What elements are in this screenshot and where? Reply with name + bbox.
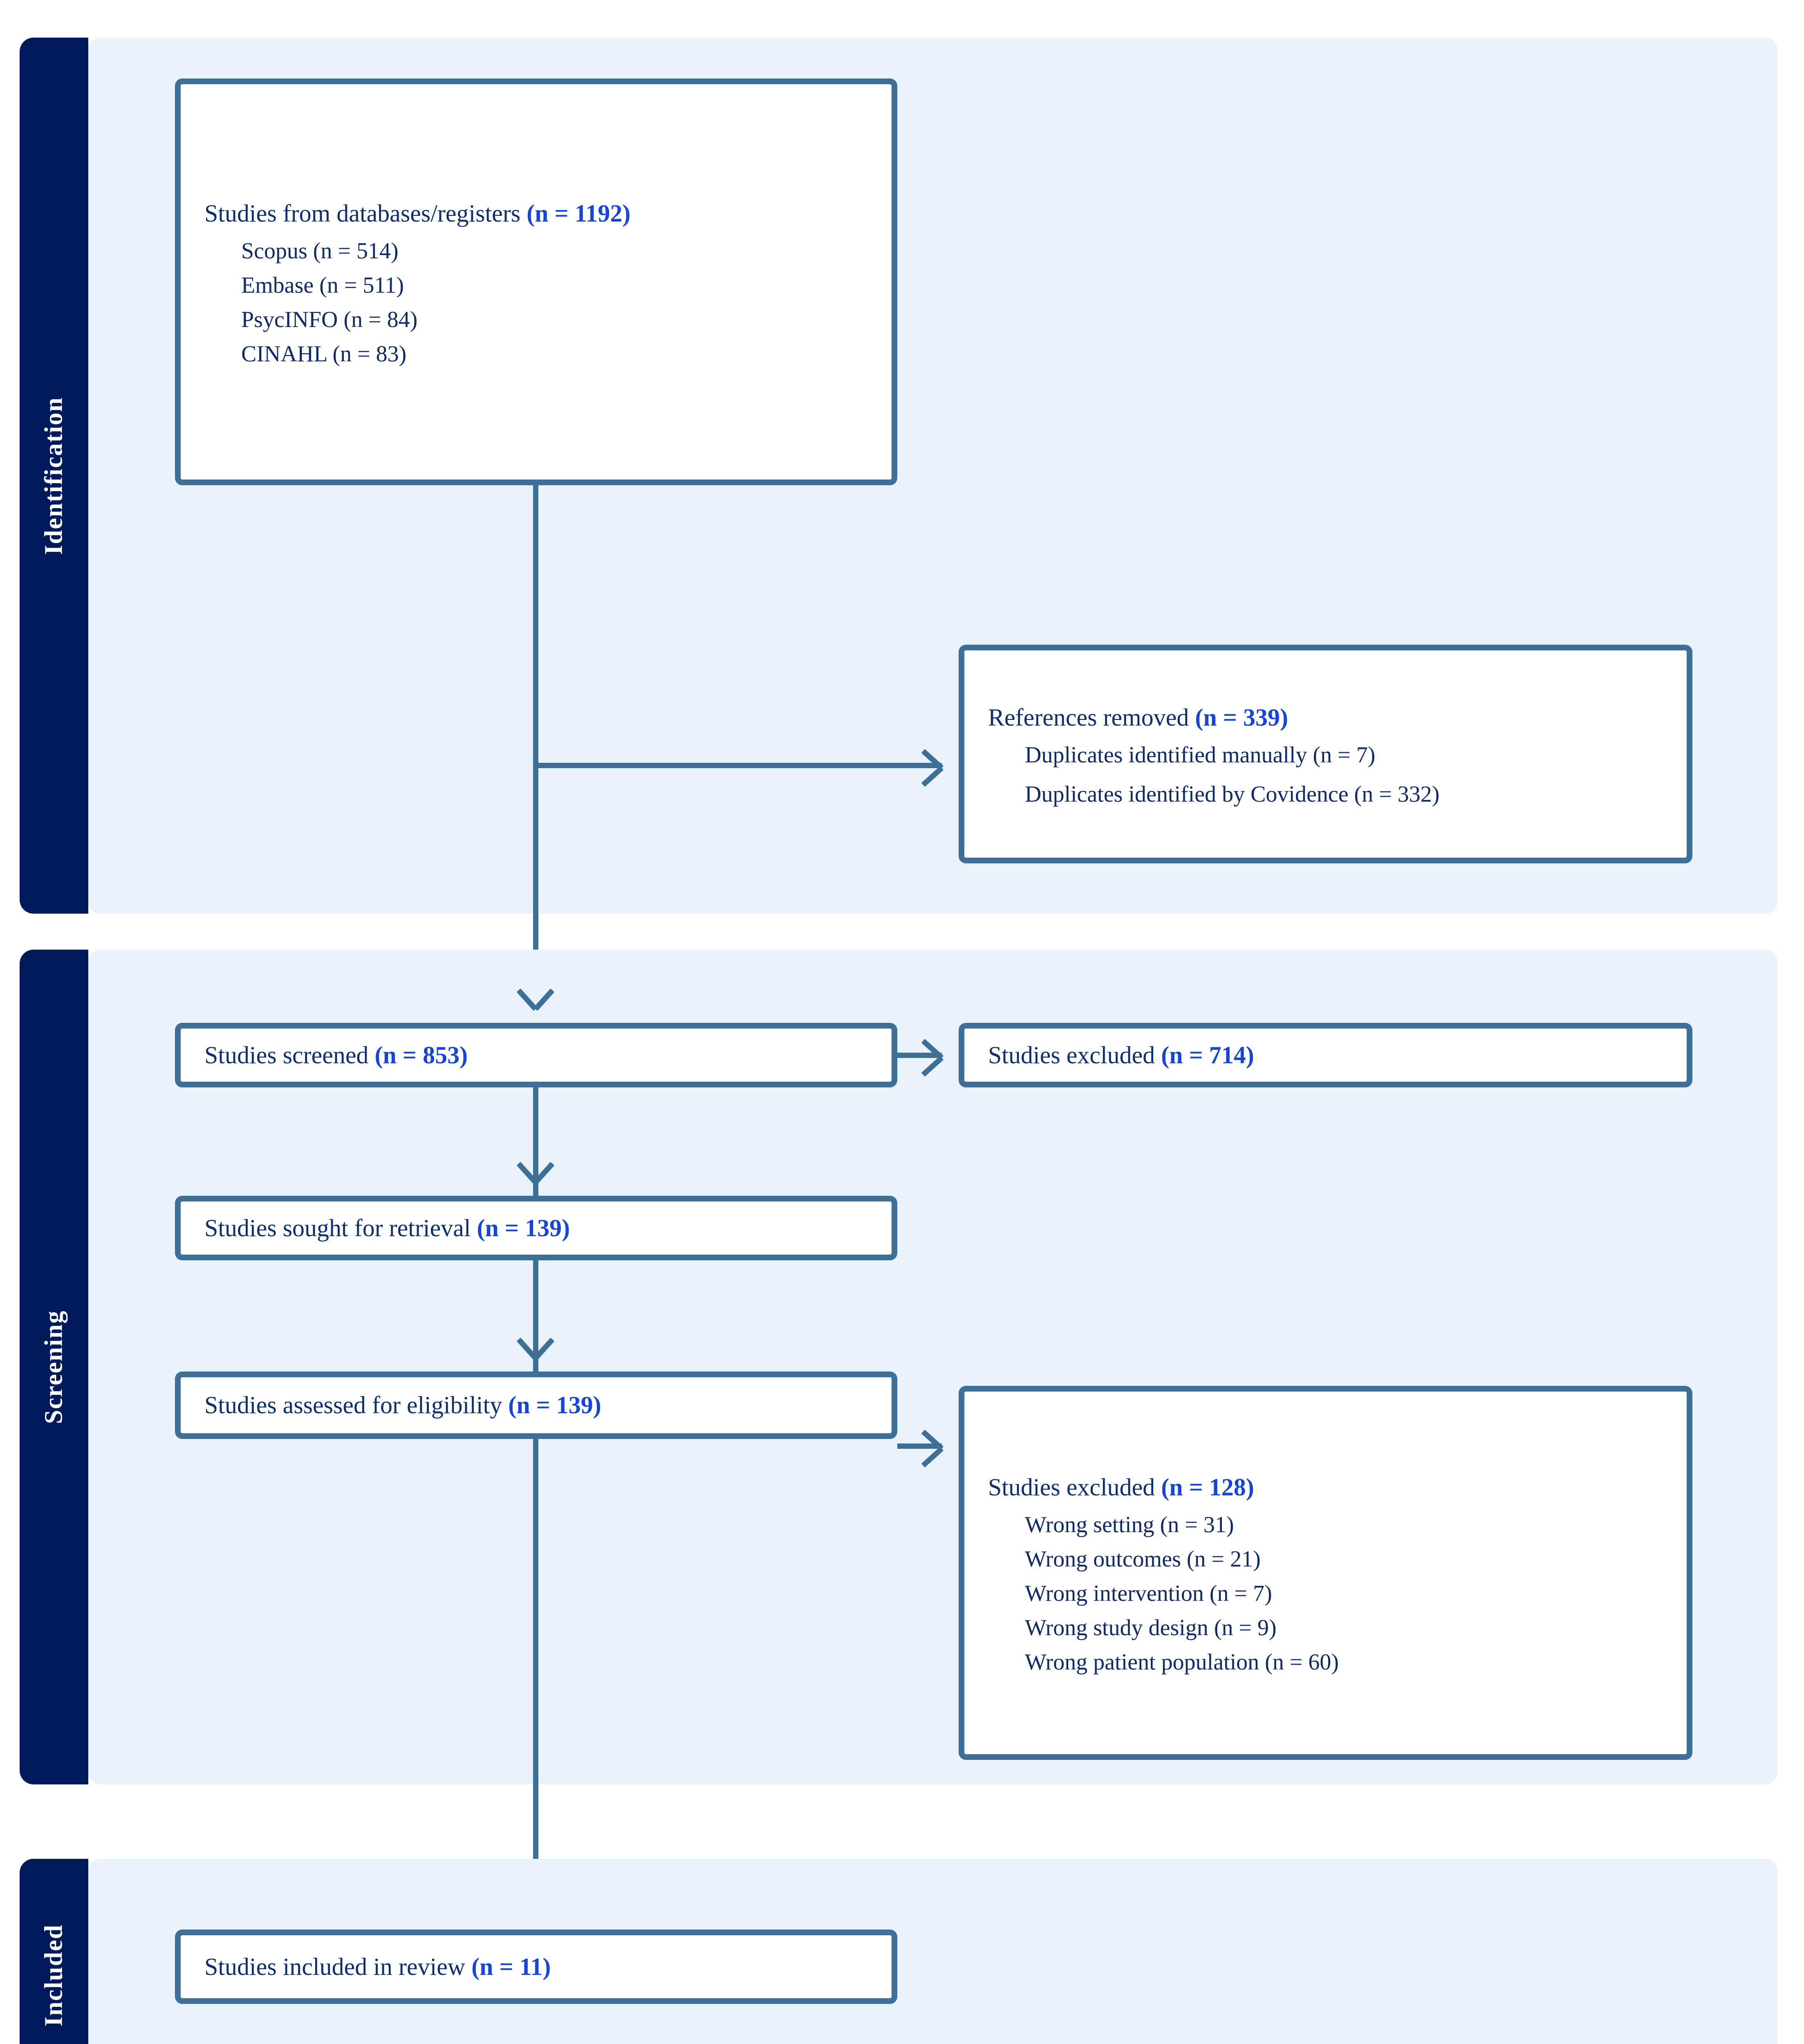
box-studies-assessed-for-eligibility[interactable]: Studies assessed for eligibility (n = 13… (175, 1372, 897, 1439)
sought-retrieval-count: (n = 139) (477, 1214, 570, 1242)
excluded-screened-count: (n = 714) (1161, 1041, 1254, 1069)
stage-tab-screening: Screening (20, 950, 88, 1784)
box-references-removed[interactable]: References removed (n = 339) Duplicates … (959, 645, 1692, 863)
list-item: Wrong setting (n = 31) (1025, 1512, 1234, 1537)
connector-screened-to-sought (533, 1087, 538, 1196)
box-studies-screened[interactable]: Studies screened (n = 853) (175, 1023, 897, 1087)
list-item: Duplicates identified by Covidence (n = … (1025, 782, 1440, 807)
stage-tab-included: Included (20, 1859, 88, 2044)
databases-count: (n = 1192) (527, 200, 631, 227)
references-removed-count: (n = 339) (1195, 704, 1288, 731)
list-item: Wrong intervention (n = 7) (1025, 1581, 1272, 1606)
list-item: Wrong patient population (n = 60) (1025, 1650, 1339, 1675)
list-item: CINAHL (n = 83) (241, 341, 407, 367)
databases-breakdown-list: Scopus (n = 514) Embase (n = 511) PsycIN… (181, 240, 892, 365)
stage-tab-identification: Identification (20, 38, 88, 914)
excluded-eligibility-count: (n = 128) (1161, 1474, 1254, 1501)
box-studies-excluded-screening[interactable]: Studies excluded (n = 714) (959, 1023, 1692, 1087)
assessed-eligibility-title-text: Studies assessed for eligibility (204, 1392, 502, 1419)
references-removed-breakdown-list: Duplicates identified manually (n = 7) D… (964, 744, 1687, 806)
sought-retrieval-title-text: Studies sought for retrieval (204, 1214, 471, 1242)
list-item: Embase (n = 511) (241, 273, 404, 298)
list-item: Scopus (n = 514) (241, 238, 399, 264)
connector-screened-to-excluded (897, 1053, 942, 1058)
connector-databases-down (533, 485, 538, 1022)
box-title-references-removed: References removed (n = 339) (964, 702, 1687, 733)
list-item: Wrong study design (n = 9) (1025, 1615, 1277, 1641)
box-studies-from-databases[interactable]: Studies from databases/registers (n = 11… (175, 78, 897, 485)
stage-label-identification: Identification (40, 397, 68, 555)
included-review-title-text: Studies included in review (204, 1953, 466, 1980)
connector-sought-to-assessed (533, 1260, 538, 1372)
stage-label-included: Included (40, 1924, 68, 2027)
box-title-studies-screened: Studies screened (n = 853) (181, 1040, 892, 1071)
box-title-included-in-review: Studies included in review (n = 11) (181, 1952, 892, 1982)
assessed-eligibility-count: (n = 139) (508, 1392, 601, 1419)
box-title-studies-excluded-screening: Studies excluded (n = 714) (964, 1040, 1687, 1071)
excluded-eligibility-reasons-list: Wrong setting (n = 31) Wrong outcomes (n… (964, 1513, 1687, 1674)
databases-title-text: Studies from databases/registers (204, 200, 521, 227)
list-item: PsycINFO (n = 84) (241, 307, 418, 332)
list-item: Wrong outcomes (n = 21) (1025, 1546, 1261, 1572)
box-title-studies-excluded-eligibility: Studies excluded (n = 128) (964, 1472, 1687, 1503)
box-studies-sought-for-retrieval[interactable]: Studies sought for retrieval (n = 139) (175, 1196, 897, 1260)
box-studies-included-in-review[interactable]: Studies included in review (n = 11) (175, 1930, 897, 2004)
connector-databases-to-references-removed (533, 763, 942, 768)
box-title-sought-for-retrieval: Studies sought for retrieval (n = 139) (181, 1213, 892, 1244)
screened-count: (n = 853) (374, 1041, 468, 1069)
references-removed-title-text: References removed (988, 704, 1189, 731)
stage-label-screening: Screening (40, 1310, 68, 1424)
excluded-screened-title-text: Studies excluded (988, 1041, 1155, 1069)
connector-assessed-to-excluded (897, 1443, 942, 1449)
box-title-databases: Studies from databases/registers (n = 11… (181, 198, 892, 229)
connector-assessed-to-included (533, 1439, 538, 1930)
included-review-count: (n = 11) (471, 1953, 551, 1980)
excluded-eligibility-title-text: Studies excluded (988, 1474, 1155, 1501)
list-item: Duplicates identified manually (n = 7) (1025, 742, 1376, 768)
box-title-assessed-for-eligibility: Studies assessed for eligibility (n = 13… (181, 1390, 892, 1421)
box-studies-excluded-eligibility[interactable]: Studies excluded (n = 128) Wrong setting… (959, 1386, 1692, 1760)
screened-title-text: Studies screened (204, 1041, 369, 1069)
